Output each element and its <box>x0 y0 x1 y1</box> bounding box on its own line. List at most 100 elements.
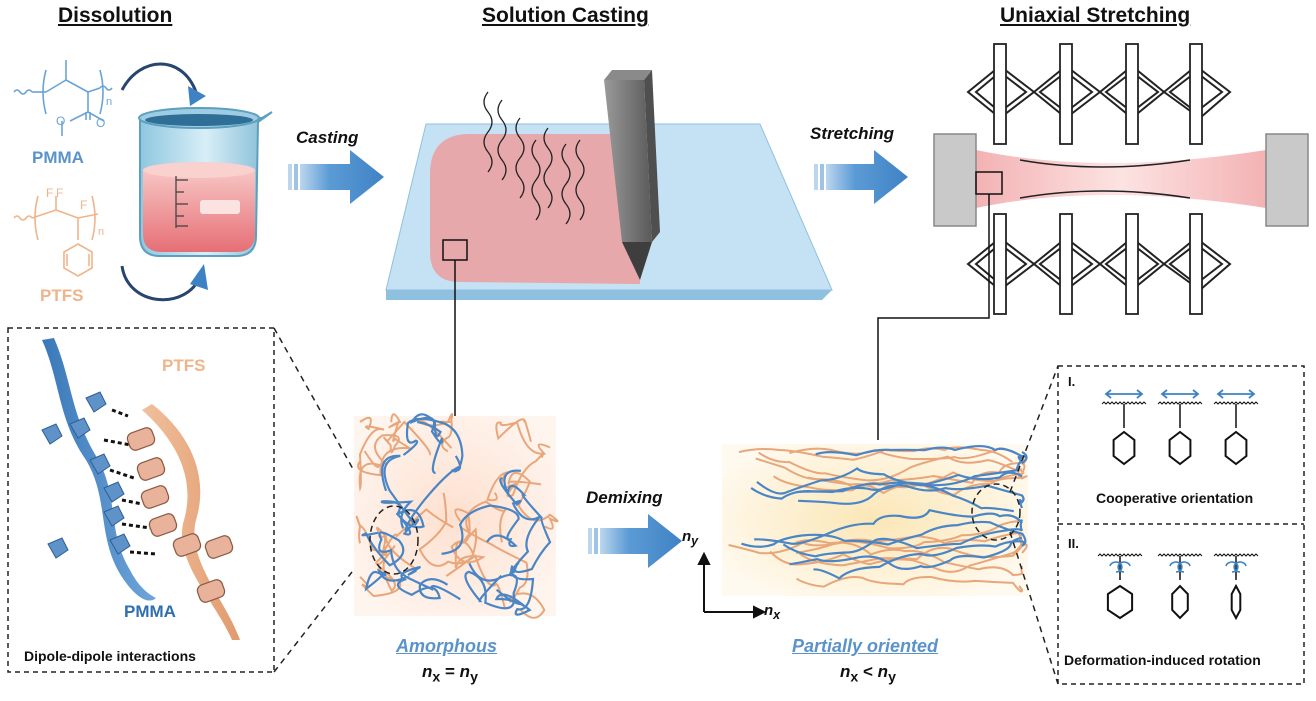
deformation-rotation-icons <box>1097 553 1259 621</box>
mechanism-zoom-lines <box>1009 365 1059 685</box>
cooperative-orientation-icons <box>1101 389 1259 466</box>
phenyl-ring-icon <box>1168 430 1192 466</box>
pmma-chain <box>494 565 535 616</box>
ptfs-fluorine-3: F <box>80 198 88 212</box>
phenyl-ring-icon <box>1112 430 1136 466</box>
axis-y-label: ny <box>682 528 698 548</box>
oriented-relation: nx < ny <box>840 662 896 685</box>
axis-arrows-icon <box>697 551 767 619</box>
dissolve-arrow-bottom-icon <box>120 264 208 301</box>
pmma-label: PMMA <box>32 148 84 167</box>
amorphous-label: Amorphous <box>396 636 497 656</box>
ptfs-fluorine-1: F <box>46 186 54 200</box>
rotation-arrow-icon <box>1169 561 1191 573</box>
mechanism-numeral-1: I. <box>1068 374 1076 389</box>
ptfs-chain <box>755 457 1023 489</box>
interaction-panel-frame <box>7 327 275 673</box>
panel-pmma-label: PMMA <box>124 602 176 621</box>
pmma-structure-icon <box>13 60 113 136</box>
amorphous-zoom-circle <box>369 505 419 575</box>
ptfs-subscript-n: n <box>98 226 105 238</box>
phenyl-ring-icon <box>1224 430 1248 466</box>
pmma-chain <box>396 565 449 600</box>
interaction-zoom-lines <box>273 327 377 673</box>
amorphous-eq: = <box>445 662 455 681</box>
ptfs-chain <box>418 492 506 609</box>
rotation-arrow-icon <box>1225 561 1247 573</box>
rotation-arrow-icon <box>1109 561 1131 573</box>
amorphous-sub-y: y <box>470 669 478 686</box>
axis-x-n: n <box>764 602 774 619</box>
ptfs-chain <box>795 575 1023 593</box>
pmma-chain <box>380 500 425 536</box>
step-stretching: Stretching <box>810 124 895 143</box>
pmma-chain <box>756 467 1023 495</box>
mechanism-panel-frame <box>1057 365 1305 685</box>
header-solution-casting: Solution Casting <box>482 4 649 27</box>
oriented-n2: n <box>877 662 889 681</box>
amorphous-n1: n <box>422 662 433 681</box>
pmma-chain <box>741 520 1023 548</box>
phenyl-ring-icon <box>1106 584 1134 620</box>
ptfs-chain <box>507 471 559 530</box>
demixing-arrow-icon <box>588 514 682 568</box>
pmma-chain <box>754 508 1023 545</box>
double-arrow-icon <box>1160 389 1200 399</box>
ptfs-chain <box>357 413 411 477</box>
pmma-chain <box>813 532 1027 580</box>
evaporation-icon <box>483 91 585 225</box>
casting-plate-icon <box>385 123 833 300</box>
amorphous-relation: nx = ny <box>422 662 478 685</box>
step-casting: Casting <box>296 128 359 147</box>
pmma-chain <box>789 536 1023 570</box>
ptfs-chain <box>355 515 396 566</box>
pmma-chain <box>782 519 1024 558</box>
ptfs-chain <box>495 418 551 455</box>
pmma-chain <box>464 562 518 610</box>
axis-x-label: nx <box>764 602 780 622</box>
backbone-chain <box>1157 553 1203 557</box>
pmma-chain <box>381 454 460 535</box>
ptfs-label: PTFS <box>40 286 84 305</box>
stretching-apparatus-icon <box>933 43 1309 315</box>
ptfs-ribbon-icon <box>142 404 240 640</box>
amorphous-sub-x: x <box>432 669 441 686</box>
oriented-lt: < <box>863 662 873 681</box>
oriented-sub-x: x <box>850 669 859 686</box>
dipole-bonds-icon <box>103 408 157 556</box>
oriented-label: Partially oriented <box>792 636 939 656</box>
backbone-chain <box>1097 553 1143 557</box>
pmma-oxygen-1: O <box>96 116 106 130</box>
header-dissolution: Dissolution <box>58 4 173 27</box>
oriented-n1: n <box>840 662 851 681</box>
ptfs-chain <box>374 420 431 465</box>
beaker-icon <box>138 107 273 257</box>
step-demixing: Demixing <box>586 488 663 507</box>
ptfs-chain <box>486 453 544 502</box>
pmma-chain <box>402 417 464 473</box>
pmma-chain <box>795 455 1023 494</box>
pmma-chain <box>361 531 407 578</box>
pmma-chain <box>750 481 1014 513</box>
pmma-chain <box>409 413 444 474</box>
ptfs-fluorine-2: F <box>56 186 64 200</box>
pmma-chain <box>798 484 1025 509</box>
oriented-pmma-chains <box>741 444 1028 580</box>
connector-line-oriented <box>877 194 990 440</box>
pmma-sidegroup-icons <box>41 391 131 559</box>
pmma-subscript-n: n <box>106 96 113 108</box>
phenyl-ring-icon <box>1230 583 1242 621</box>
pmma-oxygen-2: O <box>56 114 66 128</box>
pmma-chain <box>441 504 520 555</box>
backbone-chain <box>1213 553 1259 557</box>
backbone-chain <box>1213 401 1259 405</box>
double-arrow-icon <box>1216 389 1256 399</box>
panel-caption: Dipole-dipole interactions <box>24 648 196 664</box>
axis-y-n: n <box>682 528 692 545</box>
amorphous-ptfs-chains <box>355 413 559 619</box>
backbone-chain <box>1157 401 1203 405</box>
double-arrow-icon <box>1104 389 1144 399</box>
header-uniaxial-stretching: Uniaxial Stretching <box>1000 4 1191 27</box>
ptfs-structure-icon <box>13 195 99 277</box>
